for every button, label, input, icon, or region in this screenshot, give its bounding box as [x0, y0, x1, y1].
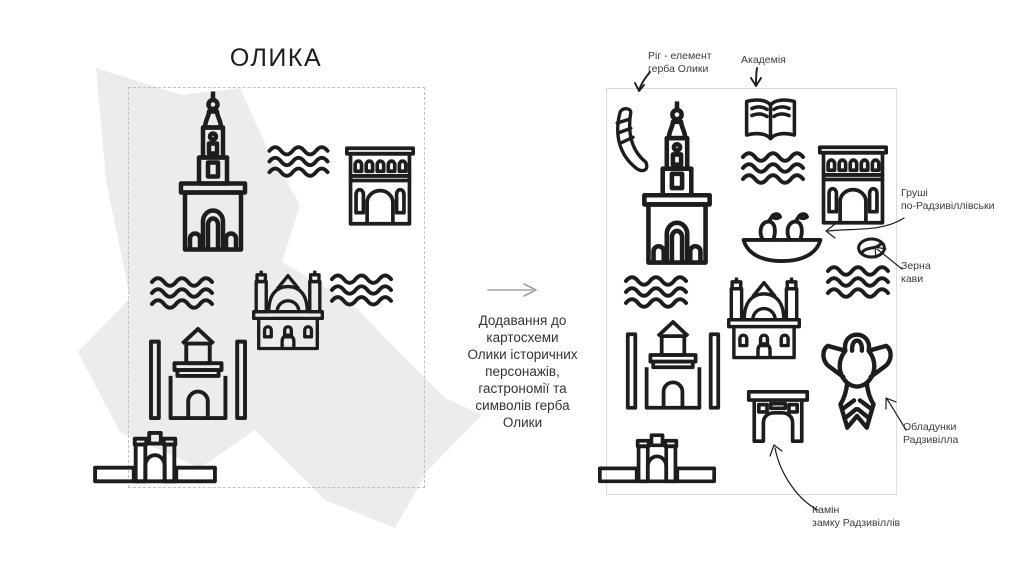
- castle-gate-icon: [625, 320, 721, 410]
- coffee-annotation-label: Зерна кави: [901, 260, 931, 285]
- castle-gate-icon: [149, 326, 247, 421]
- coffee-annotation-arrow: [874, 246, 903, 270]
- waves-icon: [267, 145, 330, 178]
- waves-icon: [741, 151, 805, 185]
- waves-icon: [624, 275, 688, 309]
- left-map-frame: [128, 87, 425, 488]
- waves-icon: [330, 273, 393, 307]
- bridge-icon: [93, 430, 217, 484]
- armor-annotation-label: Обладунки Радзивілла: [903, 421, 959, 446]
- triumphal-arch-icon: [344, 146, 416, 226]
- domed-church-icon: [252, 268, 325, 351]
- academy-annotation-label: Академія: [741, 54, 786, 66]
- domed-church-icon: [727, 275, 801, 360]
- armor-annotation-arrow: [885, 397, 907, 431]
- pears-annotation-label: Груші по-Радзивіллівськи: [901, 187, 995, 212]
- pears-annotation-arrow: [825, 217, 905, 239]
- transition-arrow-icon: [487, 283, 537, 297]
- triumphal-arch-icon: [817, 145, 889, 225]
- academy-annotation-arrow: [750, 67, 762, 87]
- horn-annotation-label: Ріг - елемент герба Олики: [648, 50, 712, 75]
- pears-bowl-icon: [741, 212, 823, 264]
- church-bell-tower-icon: [626, 99, 728, 267]
- fireplace-annotation-label: Камін замку Радзивіллів: [812, 504, 901, 529]
- waves-icon: [150, 276, 214, 310]
- map-title: ОЛИКА: [229, 44, 323, 72]
- bridge-icon: [598, 433, 716, 484]
- transition-caption: Додавання до картосхеми Олики історичних…: [467, 313, 578, 430]
- church-bell-tower-icon: [163, 88, 263, 255]
- open-book-icon: [744, 98, 797, 141]
- fireplace-icon: [746, 389, 810, 444]
- fireplace-annotation-arrow: [769, 444, 819, 511]
- horn-annotation-arrow: [634, 71, 651, 92]
